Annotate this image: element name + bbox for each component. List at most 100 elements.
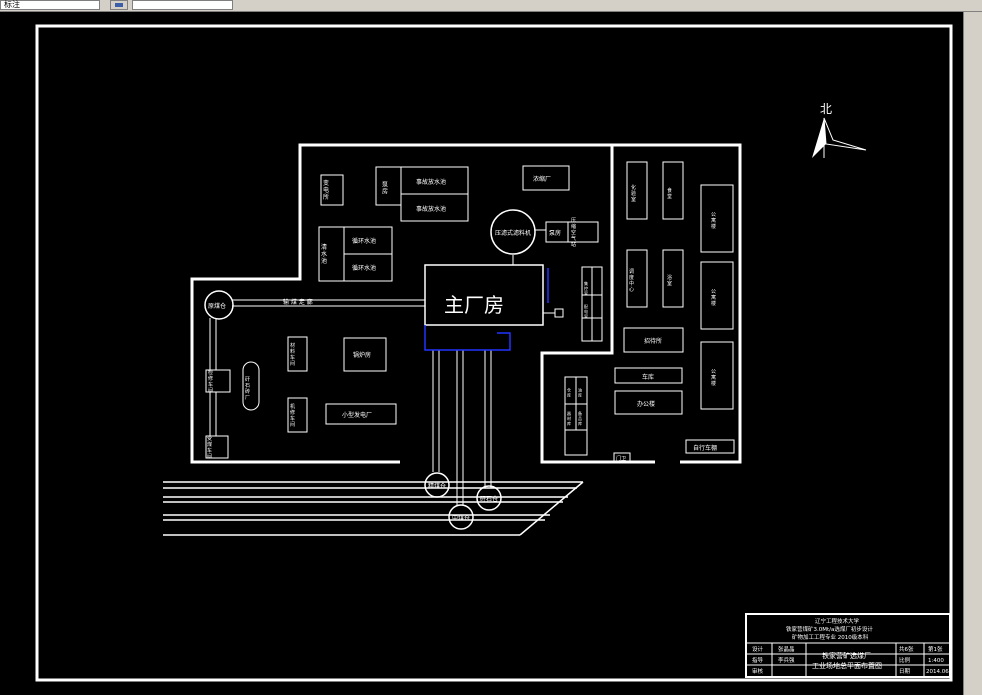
repair-workshop-label: 机修车间	[290, 403, 295, 428]
middling-silo-label: 中煤仓	[452, 514, 470, 522]
office-box	[614, 390, 683, 415]
accident-pool-2-label: 事故放水池	[416, 205, 446, 213]
concentrate-plant-label: 浓缩厂	[533, 175, 551, 183]
apartment-1-box	[700, 184, 734, 253]
site-boundary-main	[190, 143, 655, 464]
belt-corridor-label: 输 煤 走 廊	[283, 298, 313, 306]
sheets-total: 共6张	[899, 645, 914, 653]
scale-value: 1:400	[928, 658, 944, 664]
garage-box	[614, 367, 683, 384]
circ-pool-1-label: 循环水池	[352, 237, 376, 245]
filter-press-thickener	[490, 209, 536, 255]
site-boundary-east	[612, 143, 742, 464]
name-guide: 李兵强	[778, 656, 795, 664]
drawing-title-2: 工业场地总平面布置图	[812, 661, 882, 670]
toolbar: 标注	[0, 0, 982, 12]
role-design: 设计	[752, 645, 764, 653]
apartment-2-box	[700, 261, 734, 330]
garage-label: 车库	[642, 373, 654, 381]
dispatch-box	[626, 249, 648, 308]
oil-depot-label: 油库	[578, 387, 582, 398]
accident-pool-1-label: 事故放水池	[416, 178, 446, 186]
gate-label: 门卫	[616, 455, 626, 462]
outer-frame	[35, 24, 953, 682]
circ-pool-2-label: 循环水池	[352, 264, 376, 272]
railway-tracks	[163, 481, 584, 536]
north-label: 北	[820, 102, 832, 116]
guesthouse-box	[623, 327, 684, 353]
date-label: 日期	[899, 668, 911, 675]
apartment-1-label: 公寓楼	[711, 212, 716, 230]
maintenance-workshop-label: 检修车间	[208, 369, 213, 394]
gangue-silo	[476, 485, 502, 511]
conveyors-south	[209, 255, 514, 505]
gate-box	[613, 452, 631, 463]
substation-box	[320, 174, 344, 206]
office-label: 办公楼	[637, 400, 655, 408]
circ-pool-2-box	[343, 253, 393, 282]
apartment-3-label: 公寓楼	[711, 369, 716, 387]
title-block	[745, 613, 951, 678]
apartment-3-box	[700, 341, 734, 410]
title-project: 铁家营煤矿3.0Mt/a选煤厂初步设计	[786, 625, 873, 633]
repair-workshop-box	[287, 397, 308, 433]
coal-receiving-box	[205, 435, 229, 459]
dining-label: 食堂	[667, 187, 672, 200]
apartment-2-label: 公寓楼	[711, 289, 716, 307]
pump-room-top-box	[375, 166, 402, 206]
dispatch-label: 调度中心	[629, 268, 634, 293]
dining-box	[662, 161, 684, 220]
tool-room-label: 器材库	[567, 411, 571, 426]
pump-room-top-label: 泵房	[382, 182, 388, 196]
selection-highlight	[424, 325, 511, 351]
bike-shed-box	[685, 439, 735, 454]
lab-label: 化验室	[631, 184, 636, 203]
main-plant-label: 主厂房	[444, 293, 504, 317]
clean-pool-label: 清水池	[321, 243, 327, 265]
lab-box	[626, 161, 648, 220]
bike-shed-label: 自行车棚	[693, 444, 717, 452]
drawing-title-1: 铁家营矿选煤厂	[822, 651, 871, 660]
scale-label: 比例	[899, 656, 911, 664]
date-value: 2014.06	[926, 669, 949, 675]
bathhouse-box	[662, 249, 684, 308]
pump-room-mid-label: 泵房	[549, 229, 561, 237]
title-school: 辽宁工程技术大学	[815, 617, 860, 625]
concentrate-plant-box	[522, 165, 570, 191]
sheet-no: 第1张	[928, 645, 943, 653]
maintenance-workshop-box	[205, 369, 231, 393]
substation-label: 变电所	[323, 179, 329, 201]
layer-dropdown[interactable]: 标注	[0, 0, 100, 10]
warehouse-label: 仓库	[567, 387, 571, 398]
material-workshop-label: 材料车间	[290, 342, 295, 367]
small-power-plant-box	[325, 403, 397, 425]
gangue-plant-box	[242, 361, 260, 411]
filter-press-label: 压滤式滤料机	[495, 229, 531, 237]
layer-properties-button[interactable]	[110, 0, 128, 10]
name-design: 张晶晶	[778, 645, 795, 653]
storage-room-label: 备品库	[578, 410, 582, 426]
belt-corridor	[232, 299, 425, 307]
product-silo	[424, 472, 450, 498]
product-silo-label: 精煤仓	[428, 482, 446, 490]
role-review: 审核	[752, 667, 764, 675]
gangue-silo-label: 矸石仓	[480, 495, 498, 503]
guesthouse-label: 招待所	[644, 337, 662, 345]
compressor-label: 压缩空气站	[571, 218, 576, 248]
north-arrow: 北	[812, 102, 867, 158]
material-workshop-box	[287, 336, 308, 372]
vertical-scrollbar[interactable]	[963, 12, 982, 695]
role-guide: 指导	[752, 656, 764, 664]
title-major: 矿物加工工程专业 2010级本科	[792, 633, 869, 641]
ctrl-2-label: 配电室	[584, 304, 588, 319]
bathhouse-label: 浴室	[667, 274, 672, 287]
small-power-plant-label: 小型发电厂	[342, 411, 372, 419]
raw-coal-silo-label: 原煤仓	[208, 302, 226, 310]
boiler-room-label: 锅炉房	[353, 351, 371, 359]
accident-pool-2-box	[400, 193, 469, 222]
raw-coal-silo	[204, 290, 234, 320]
linetype-dropdown[interactable]	[132, 0, 233, 10]
gangue-plant-label: 矸石砖厂	[245, 377, 250, 401]
coal-receiving-label: 受煤车间	[207, 435, 212, 460]
